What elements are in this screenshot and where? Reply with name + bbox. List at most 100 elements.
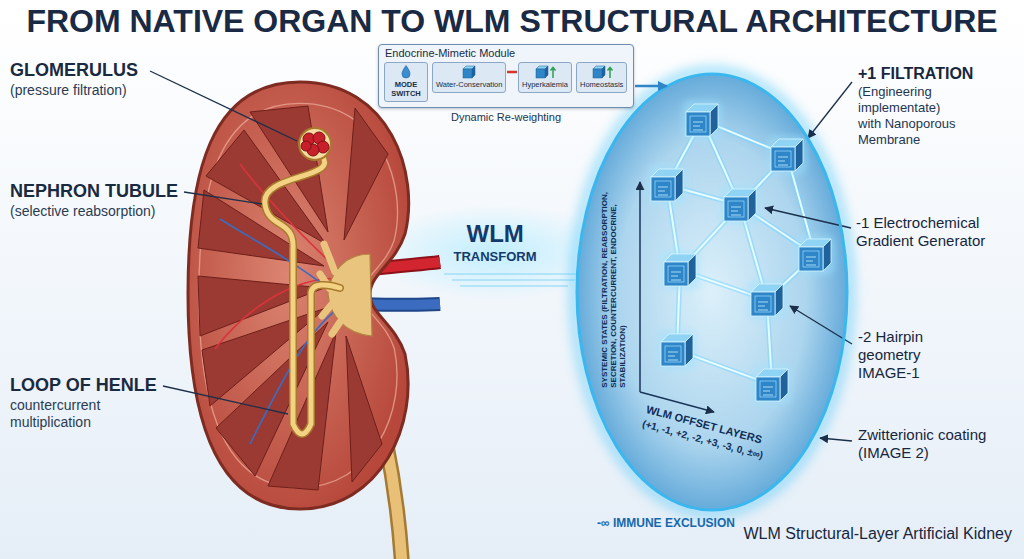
layer-cube <box>657 330 697 370</box>
part-function: (pressure filtration) <box>10 82 127 99</box>
part-name: GLOMERULUS <box>10 60 138 82</box>
artery-branches <box>215 164 345 349</box>
layer-note: (Engineering implementate) <box>858 84 1016 115</box>
layer-cube <box>767 135 807 175</box>
oval-interior <box>577 74 847 510</box>
drop-shape <box>402 66 410 79</box>
layer-callout: -2 Hairpin geometry IMAGE-1 <box>858 328 970 382</box>
label-holder: (pressure filtration) <box>10 82 127 99</box>
layer-cube <box>647 165 687 205</box>
cube-icon <box>533 65 557 79</box>
cube-front <box>593 69 602 78</box>
bowman-capsule <box>299 128 331 160</box>
mode-state-box: Homeostasis <box>576 62 627 93</box>
layer-cube <box>747 280 787 320</box>
mode-state-box: Hyperkalemia <box>518 62 572 93</box>
transform-beam <box>444 274 580 286</box>
label-holder: Dynamic Re-weighting <box>451 111 561 124</box>
layer-callout: -1 Electrochemical Gradient Generator <box>856 214 1016 250</box>
transform-title: WLM <box>467 220 524 249</box>
label-holder: WLM <box>467 220 524 249</box>
artificial-kidney-oval: -∞ IMMUNE EXCLUSION WLM Structural-Layer … <box>572 70 1018 548</box>
pyramid <box>344 108 388 240</box>
oval-outline <box>577 74 847 510</box>
layer-callout: Zwitterionic coating (IMAGE 2) <box>858 426 988 462</box>
connector <box>635 85 667 88</box>
part-function: countercurrent multiplication <box>10 397 160 431</box>
text-holder: MODE SWITCH <box>388 80 424 98</box>
text-holder: -∞ IMMUNE EXCLUSION <box>597 516 735 530</box>
renal-pyramids <box>198 106 388 490</box>
label-holder: with Nanoporous Membrane <box>858 116 1016 147</box>
mode-switch-box: MODE SWITCH <box>384 62 428 102</box>
layer-note: with Nanoporous Membrane <box>858 116 1016 147</box>
tubule-outline <box>265 156 340 434</box>
cube-icon <box>590 65 614 79</box>
part-name: NEPHRON TUBULE <box>10 181 178 203</box>
part-function: (selective reabsorption) <box>10 203 156 220</box>
text-holder: Endocrine-Mimetic Module <box>385 47 515 60</box>
text-holder: Hyperkalemia <box>522 80 568 89</box>
kidney-illustration <box>188 82 440 559</box>
boundary-label: -∞ IMMUNE EXCLUSION <box>597 516 735 530</box>
label-holder: TRANSFORM <box>454 249 537 265</box>
mode-state-box: Water-Conservation <box>432 62 506 93</box>
label-holder: LOOP OF HENLE <box>10 375 157 397</box>
label-holder: GLOMERULUS <box>10 60 138 82</box>
layer-cube <box>682 100 722 140</box>
cortex-line <box>199 103 398 487</box>
oval-glow <box>574 71 850 513</box>
pyramid <box>346 336 382 482</box>
state-label: Homeostasis <box>580 80 623 89</box>
label-holder: countercurrent multiplication <box>10 397 160 431</box>
label-holder: SYSTEMIC STATES (FILTRATION, REABSORPTIO… <box>600 188 628 388</box>
text-holder: WLM Structural-Layer Artificial Kidney <box>743 524 1012 543</box>
label-holder: -2 Hairpin geometry IMAGE-1 <box>858 328 970 382</box>
label-holder: -1 Electrochemical Gradient Generator <box>856 214 1016 250</box>
label-holder: NEPHRON TUBULE <box>10 181 178 203</box>
cube-front <box>536 69 545 78</box>
cube-side <box>545 66 548 78</box>
panel-heading: Endocrine-Mimetic Module <box>385 47 515 60</box>
up-arrow <box>551 68 556 79</box>
layer-callout: +1 FILTRATION <box>858 64 1016 83</box>
layer-cubes <box>647 100 835 405</box>
figure-caption: WLM Structural-Layer Artificial Kidney <box>743 524 1012 543</box>
vein-branches <box>220 219 345 444</box>
layer-cube <box>660 250 700 290</box>
cube-icon <box>457 65 481 79</box>
diagram-title: FROM NATIVE ORGAN TO WLM STRUCTURAL ARCH… <box>26 2 997 40</box>
title-holder: FROM NATIVE ORGAN TO WLM STRUCTURAL ARCH… <box>0 2 1024 40</box>
state-label: Hyperkalemia <box>522 80 568 89</box>
pyramid <box>198 276 324 336</box>
cube-side <box>602 66 605 78</box>
label-holder: (selective reabsorption) <box>10 203 156 220</box>
up-arrow <box>607 68 612 79</box>
state-label: Water-Conservation <box>436 80 502 89</box>
part-name: LOOP OF HENLE <box>10 375 157 397</box>
label-holder: (Engineering implementate) <box>858 84 1016 115</box>
anatomy-leader-lines <box>150 71 297 414</box>
pyramid <box>268 332 336 490</box>
transform-subtitle: TRANSFORM <box>454 249 537 265</box>
mode-label: MODE SWITCH <box>388 80 424 98</box>
text-holder: Water-Conservation <box>436 80 502 89</box>
axis-label: SYSTEMIC STATES (FILTRATION, REABSORPTIO… <box>600 188 628 388</box>
oval-outline-layer <box>572 70 1018 548</box>
cube-side <box>472 66 475 78</box>
layer-cube <box>720 185 760 225</box>
layer-cube <box>795 235 835 275</box>
nephron-tubule <box>265 156 340 434</box>
label-holder: +1 FILTRATION <box>858 64 1016 83</box>
callout-leader-lines <box>765 82 852 441</box>
module-panel: Endocrine-Mimetic ModuleMODE SWITCH Water… <box>378 44 634 108</box>
text-holder: Homeostasis <box>580 80 623 89</box>
glomerulus-tuft <box>301 132 329 156</box>
kidney-outline <box>188 82 409 509</box>
module-note: Dynamic Re-weighting <box>451 111 561 124</box>
connector <box>507 71 517 74</box>
cube-front <box>463 69 472 78</box>
